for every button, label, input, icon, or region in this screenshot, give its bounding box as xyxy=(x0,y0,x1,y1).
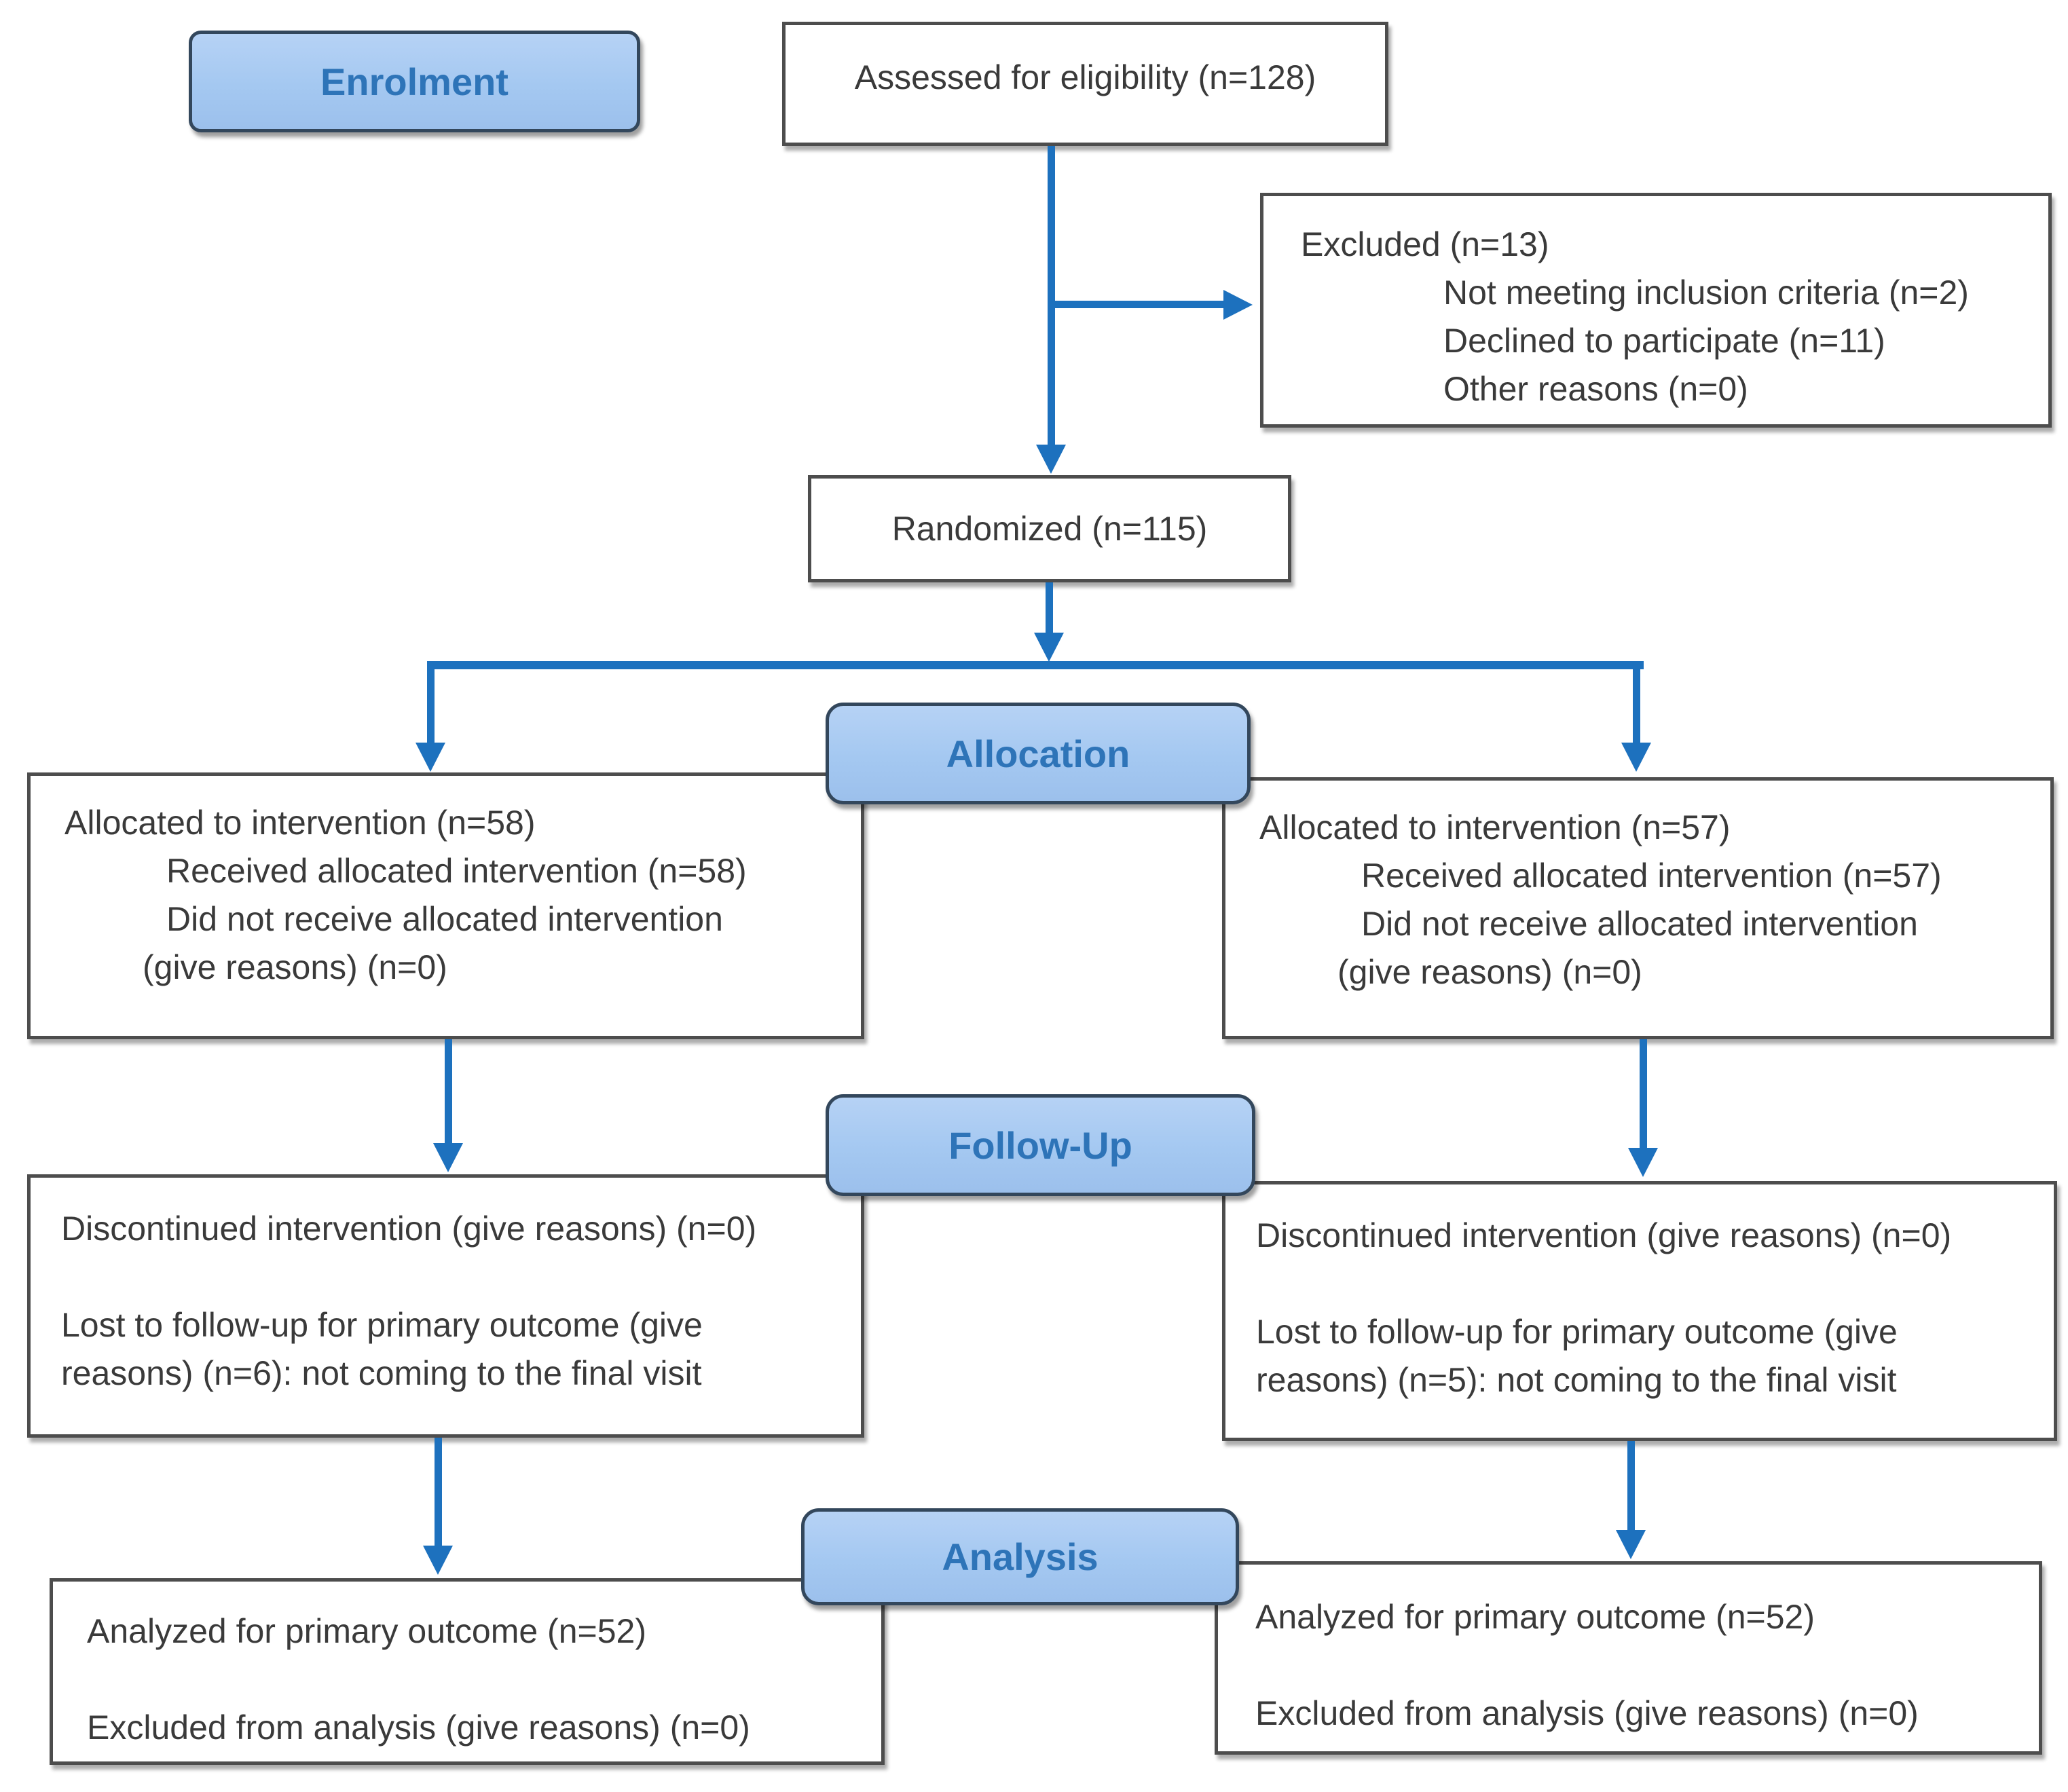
arrow-furight-to-analysisright-head xyxy=(1616,1530,1646,1559)
arrow-randomized-to-split-head xyxy=(1034,633,1064,662)
allocation-line: Allocated to intervention (n=58) xyxy=(64,804,536,842)
stage-label-text: Enrolment xyxy=(320,60,509,103)
followup-line: Discontinued intervention (give reasons)… xyxy=(1256,1216,1952,1254)
arrow-allocleft-to-fuleft-line xyxy=(445,1039,452,1144)
excluded-box: Excluded (n=13) Not meeting inclusion cr… xyxy=(1260,193,2052,428)
analysis-line: Analyzed for primary outcome (n=52) xyxy=(1255,1598,1815,1636)
analysis-line: Analyzed for primary outcome (n=52) xyxy=(87,1612,646,1650)
assessed-text: Assessed for eligibility (n=128) xyxy=(854,58,1316,96)
excluded-line: Other reasons (n=0) xyxy=(1443,370,1748,408)
randomized-text: Randomized (n=115) xyxy=(891,509,1208,548)
arrow-randomized-to-split-line xyxy=(1046,582,1053,634)
followup-right-box: Discontinued intervention (give reasons)… xyxy=(1222,1181,2057,1441)
arrow-split-right-line xyxy=(1633,661,1640,744)
arrow-allocright-to-furight-head xyxy=(1628,1148,1658,1177)
excluded-line: Declined to participate (n=11) xyxy=(1443,322,1885,360)
arrow-allocright-to-furight-line xyxy=(1640,1039,1647,1149)
allocation-line: (give reasons) (n=0) xyxy=(143,948,447,986)
allocation-right-box: Allocated to intervention (n=57) Receive… xyxy=(1222,777,2054,1039)
assessed-box: Assessed for eligibility (n=128) xyxy=(782,22,1388,146)
allocation-line: Received allocated intervention (n=58) xyxy=(166,852,747,890)
stage-label-followup: Follow-Up xyxy=(826,1094,1255,1196)
excluded-line: Not meeting inclusion criteria (n=2) xyxy=(1443,274,1969,312)
followup-left-box: Discontinued intervention (give reasons)… xyxy=(27,1174,864,1438)
arrow-fuleft-to-analysisleft-line xyxy=(435,1438,442,1547)
arrow-assessed-to-randomized-line xyxy=(1048,146,1055,446)
stage-label-text: Follow-Up xyxy=(948,1123,1132,1167)
analysis-line: Excluded from analysis (give reasons) (n… xyxy=(87,1709,750,1747)
allocation-line: Received allocated intervention (n=57) xyxy=(1361,857,1942,895)
followup-line: Lost to follow-up for primary outcome (g… xyxy=(61,1306,703,1392)
arrow-fuleft-to-analysisleft-head xyxy=(423,1546,453,1575)
analysis-line: Excluded from analysis (give reasons) (n… xyxy=(1255,1694,1919,1732)
arrow-split-right-head xyxy=(1621,743,1651,772)
split-connector-line xyxy=(430,661,1644,669)
arrow-to-excluded-head xyxy=(1223,290,1253,320)
allocation-line: Did not receive allocated intervention xyxy=(166,900,723,938)
allocation-line: Did not receive allocated intervention xyxy=(1361,905,1918,943)
arrow-to-excluded-line xyxy=(1051,301,1223,308)
followup-line: Lost to follow-up for primary outcome (g… xyxy=(1256,1313,1898,1399)
allocation-left-box: Allocated to intervention (n=58) Receive… xyxy=(27,772,864,1039)
followup-line: Discontinued intervention (give reasons)… xyxy=(61,1210,757,1248)
stage-label-analysis: Analysis xyxy=(801,1508,1239,1605)
excluded-line: Excluded (n=13) xyxy=(1301,225,1549,263)
allocation-line: (give reasons) (n=0) xyxy=(1337,953,1642,991)
stage-label-text: Allocation xyxy=(946,732,1130,775)
stage-label-enrolment: Enrolment xyxy=(189,31,640,132)
arrow-split-left-line xyxy=(427,661,435,744)
analysis-left-box: Analyzed for primary outcome (n=52) Excl… xyxy=(50,1578,885,1765)
stage-label-text: Analysis xyxy=(942,1535,1098,1578)
arrow-assessed-to-randomized-head xyxy=(1036,445,1066,474)
arrow-allocleft-to-fuleft-head xyxy=(433,1143,463,1172)
randomized-box: Randomized (n=115) xyxy=(808,475,1291,582)
arrow-furight-to-analysisright-line xyxy=(1627,1441,1635,1531)
allocation-line: Allocated to intervention (n=57) xyxy=(1259,808,1731,846)
stage-label-allocation: Allocation xyxy=(826,703,1251,804)
arrow-split-left-head xyxy=(416,743,445,772)
analysis-right-box: Analyzed for primary outcome (n=52) Excl… xyxy=(1215,1561,2042,1755)
